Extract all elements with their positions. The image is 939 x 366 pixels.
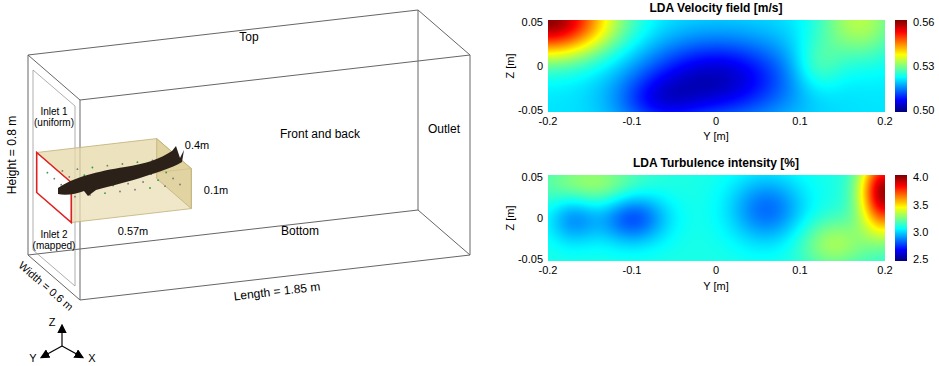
tick-label: 0.1 — [792, 115, 807, 127]
velocity-colorbar — [895, 20, 907, 112]
colorbar-tick: 3.5 — [913, 199, 928, 211]
tick-label: -0.05 — [518, 253, 543, 265]
colorbar-tick: 0.50 — [913, 104, 934, 116]
dimension-label: 0.4m — [185, 139, 209, 151]
probe-dot — [164, 185, 166, 187]
probe-dot — [53, 178, 55, 180]
tick-label: 0.05 — [522, 171, 543, 183]
axis-title: Y [m] — [703, 280, 728, 292]
tick-label: 0.05 — [522, 16, 543, 28]
probe-dot — [165, 172, 167, 174]
dimension-label: Width = 0.6 m — [16, 259, 75, 313]
probe-dot — [47, 172, 49, 174]
colorbar-tick: 3.0 — [913, 226, 928, 238]
probe-dot — [149, 187, 151, 189]
axis-name: X — [88, 352, 95, 364]
fish-model — [58, 146, 184, 196]
probe-dot — [122, 163, 124, 165]
turbulence-colorbar — [895, 175, 907, 261]
plot-title: LDA Velocity field [m/s] — [650, 2, 783, 15]
tick-label: 0 — [713, 115, 719, 127]
inlet-label: Inlet 2 (mapped) — [29, 229, 79, 251]
tick-label: -0.1 — [623, 115, 642, 127]
tick-label: 0.2 — [877, 264, 892, 276]
face-label: Bottom — [281, 225, 319, 238]
domain-box — [28, 10, 470, 300]
probe-dot — [107, 165, 109, 167]
tick-label: 0.1 — [792, 264, 807, 276]
inlet-label: Inlet 1 (uniform) — [29, 106, 79, 128]
dimension-label: Height = 0.8 m — [6, 116, 19, 194]
probe-dot — [74, 196, 76, 198]
probe-dot — [179, 184, 181, 186]
tick-label: -0.05 — [518, 104, 543, 116]
tick-label: 0 — [537, 60, 543, 72]
probe-dot — [68, 176, 70, 178]
probe-dot — [60, 184, 62, 186]
probe-dot — [137, 161, 139, 163]
colorbar-tick: 2.5 — [913, 253, 928, 265]
turbulence-heatmap — [548, 175, 885, 261]
face-label: Outlet — [428, 123, 460, 136]
probe-dot — [157, 179, 159, 181]
dimension-label: 0.57m — [118, 225, 149, 237]
probe-dot — [62, 170, 64, 172]
colorbar-tick: 4.0 — [913, 171, 928, 183]
probe-dot — [119, 191, 121, 193]
axis-triad — [42, 326, 82, 357]
probe-dot — [77, 168, 79, 170]
axis-name: Z — [49, 316, 56, 328]
axis-title: Y [m] — [703, 130, 728, 142]
face-label: Front and back — [280, 128, 360, 141]
axis-name: Y — [29, 352, 36, 364]
tick-label: -0.2 — [539, 115, 558, 127]
probe-dot — [104, 192, 106, 194]
probe-dot — [142, 181, 144, 183]
probe-dot — [92, 167, 94, 169]
tick-label: -0.1 — [623, 264, 642, 276]
tick-label: -0.2 — [539, 264, 558, 276]
dimension-label: 0.1m — [204, 184, 228, 196]
axis-title: Z [m] — [504, 53, 516, 78]
probe-dot — [134, 189, 136, 191]
velocity-heatmap — [548, 20, 885, 112]
plot-title: LDA Turbulence intensity [%] — [633, 157, 799, 170]
colorbar-tick: 0.53 — [913, 60, 934, 72]
dimension-label: Length = 1.85 m — [233, 280, 321, 303]
refined-region — [37, 139, 192, 223]
face-label: Top — [239, 31, 258, 44]
probe-dot — [127, 183, 129, 185]
tick-label: 0 — [537, 212, 543, 224]
probe-dot — [172, 178, 174, 180]
axis-title: Z [m] — [504, 205, 516, 230]
colorbar-tick: 0.56 — [913, 16, 934, 28]
tick-label: 0 — [713, 264, 719, 276]
tick-label: 0.2 — [877, 115, 892, 127]
